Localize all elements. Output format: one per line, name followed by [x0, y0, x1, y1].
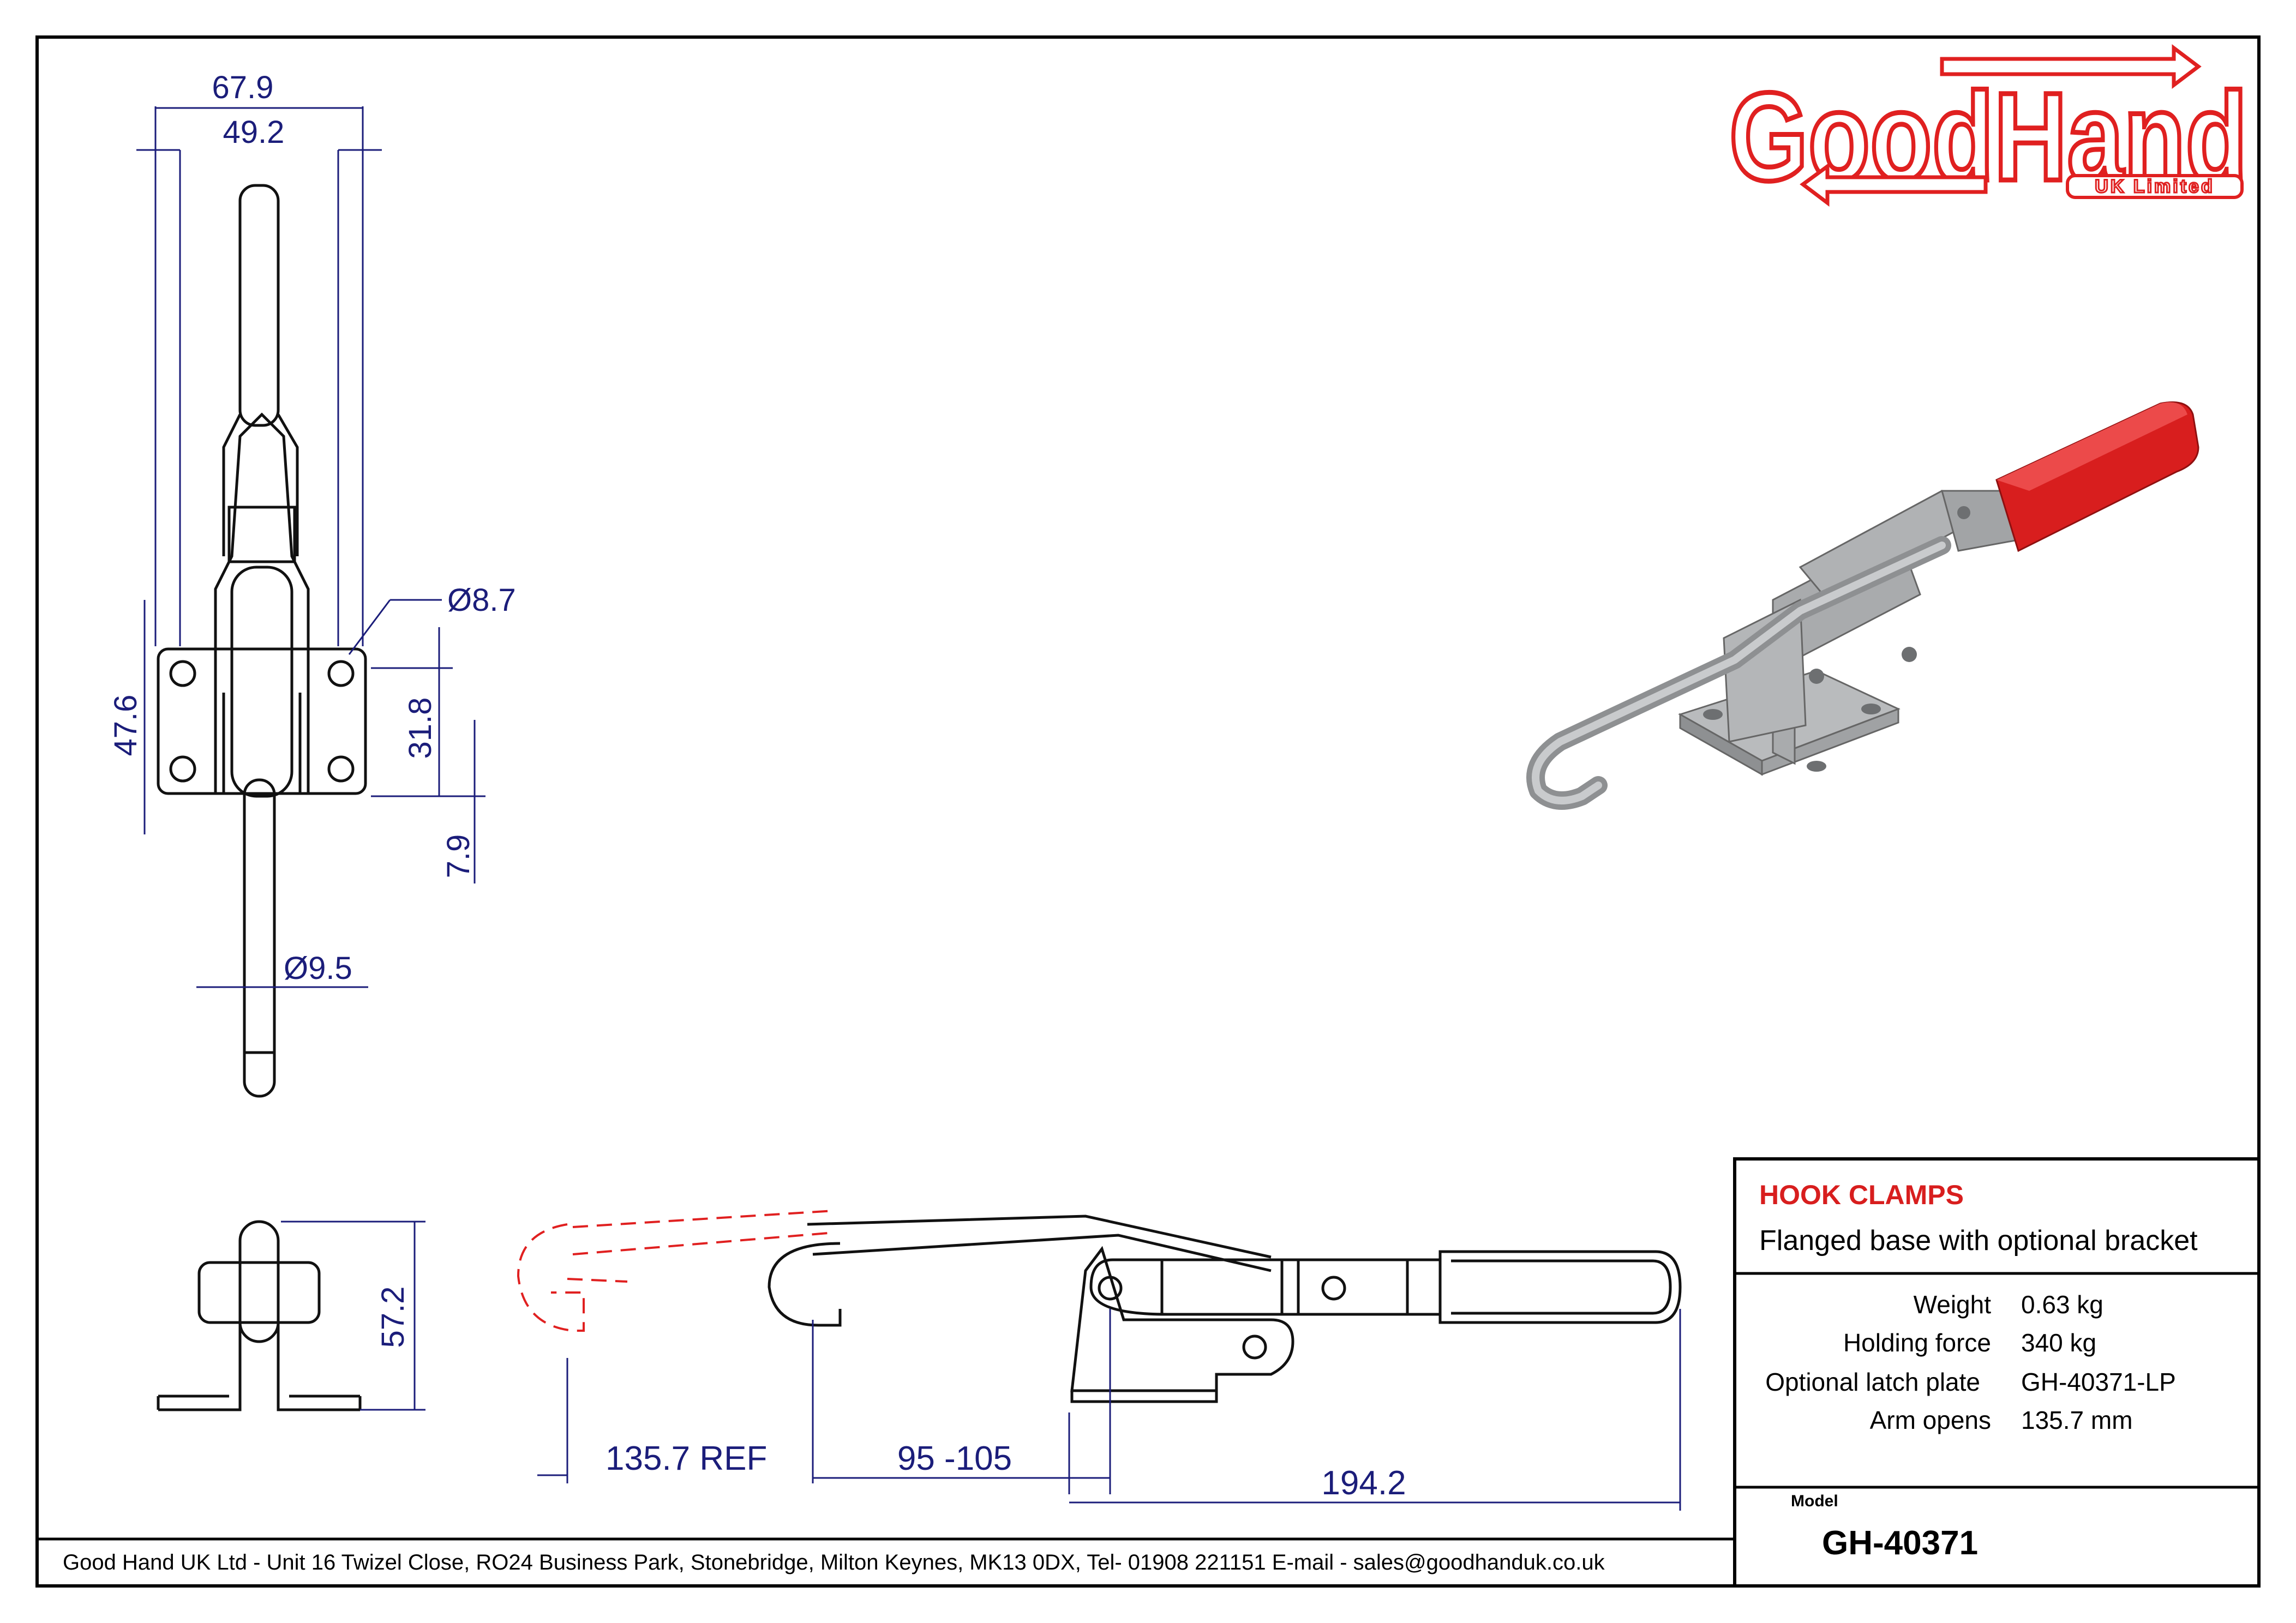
- dim-side-height: 57.2: [375, 1287, 411, 1348]
- footer: Good Hand UK Ltd - Unit 16 Twizel Close,…: [37, 1537, 1735, 1574]
- model-label: Model: [1791, 1492, 1838, 1510]
- spec-value-latch-plate: GH-40371-LP: [2021, 1368, 2176, 1396]
- logo-arrow-top: [1940, 44, 2202, 89]
- side-view: 135.7 REF 95 -105 194.2: [517, 1210, 1682, 1511]
- logo-sub-text: UK Limited: [2095, 176, 2214, 197]
- dim-hole-spacing: 31.8: [403, 698, 438, 759]
- isometric-clamp-render: [1526, 401, 2199, 810]
- iso-red-handle: [1995, 401, 2199, 552]
- category-subtitle: Flanged base with optional bracket: [1759, 1225, 2198, 1257]
- spec-value-weight: 0.63 kg: [2021, 1290, 2103, 1319]
- spec-value-arm-opens: 135.7 mm: [2021, 1406, 2133, 1434]
- spec-label-latch-plate: Optional latch plate: [1765, 1368, 1980, 1396]
- dim-hole-diameter: Ø8.7: [447, 582, 516, 618]
- goodhand-logo: GoodHand UK Limited: [1727, 44, 2250, 209]
- ghost-hook: [517, 1223, 585, 1332]
- spec-label-arm-opens: Arm opens: [1870, 1406, 1991, 1434]
- spec-label-holding-force: Holding force: [1843, 1329, 1991, 1357]
- footer-address: Good Hand UK Ltd - Unit 16 Twizel Close,…: [63, 1550, 1605, 1574]
- spec-value-holding-force: 340 kg: [2021, 1329, 2096, 1357]
- side-hook-rod: [768, 1242, 842, 1327]
- dim-hook-range: 95 -105: [897, 1440, 1012, 1477]
- dim-base-depth: 47.6: [108, 695, 143, 756]
- logo-sub-frame: [2066, 174, 2244, 199]
- logo-arrow-bottom: [1800, 163, 1988, 207]
- dim-front-width-overall: 67.9: [212, 70, 274, 105]
- category-title: HOOK CLAMPS: [1759, 1180, 1964, 1210]
- dim-rod-diameter: Ø9.5: [284, 951, 352, 986]
- end-view: 57.2: [157, 1220, 425, 1411]
- sheet-border: [35, 35, 2261, 1588]
- dim-ref-reach: 135.7 REF: [606, 1440, 767, 1477]
- spec-label-weight: Weight: [1914, 1290, 1992, 1319]
- dim-hole-offset: 7.9: [441, 834, 476, 879]
- model-number: GH-40371: [1822, 1524, 1978, 1562]
- front-view: 67.9 49.2 47.6 Ø8.7 31.8 7.9 Ø9.5: [108, 70, 516, 1098]
- dim-front-width-holes: 49.2: [223, 115, 285, 150]
- dim-body-length: 194.2: [1321, 1464, 1406, 1502]
- title-block: HOOK CLAMPS Flanged base with optional b…: [1733, 1157, 2261, 1588]
